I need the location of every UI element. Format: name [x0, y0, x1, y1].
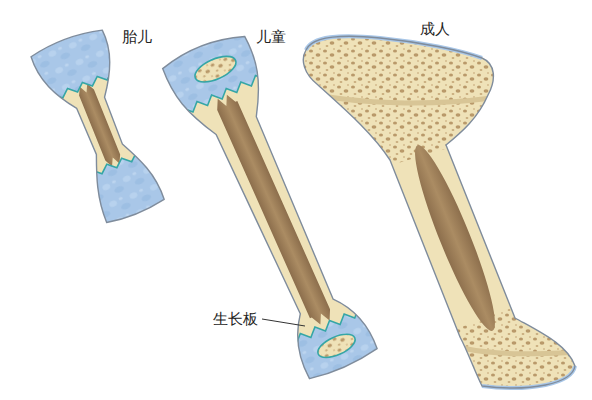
ossification-center [191, 51, 239, 87]
bone-outline [303, 36, 575, 388]
stage-label: 胎儿 [122, 28, 152, 46]
growth-zone [45, 67, 122, 103]
leader-line [262, 319, 305, 326]
marrow-cavity [213, 92, 334, 328]
epiphyseal-line [312, 94, 492, 103]
spongy-bone [290, 20, 590, 400]
bone-outline [29, 25, 171, 228]
part-label: 生长板 [213, 310, 258, 328]
fetal-bone [3, 2, 197, 251]
bone-collar [45, 67, 154, 182]
cartilage [3, 2, 197, 251]
ossification-center [315, 330, 359, 363]
adult-bone [290, 20, 590, 400]
stage-label: 成人 [420, 20, 450, 38]
stage-label: 儿童 [256, 28, 286, 46]
growth-zone [77, 146, 154, 182]
articular-cartilage [482, 366, 575, 388]
epiphyseal-line [462, 348, 578, 354]
